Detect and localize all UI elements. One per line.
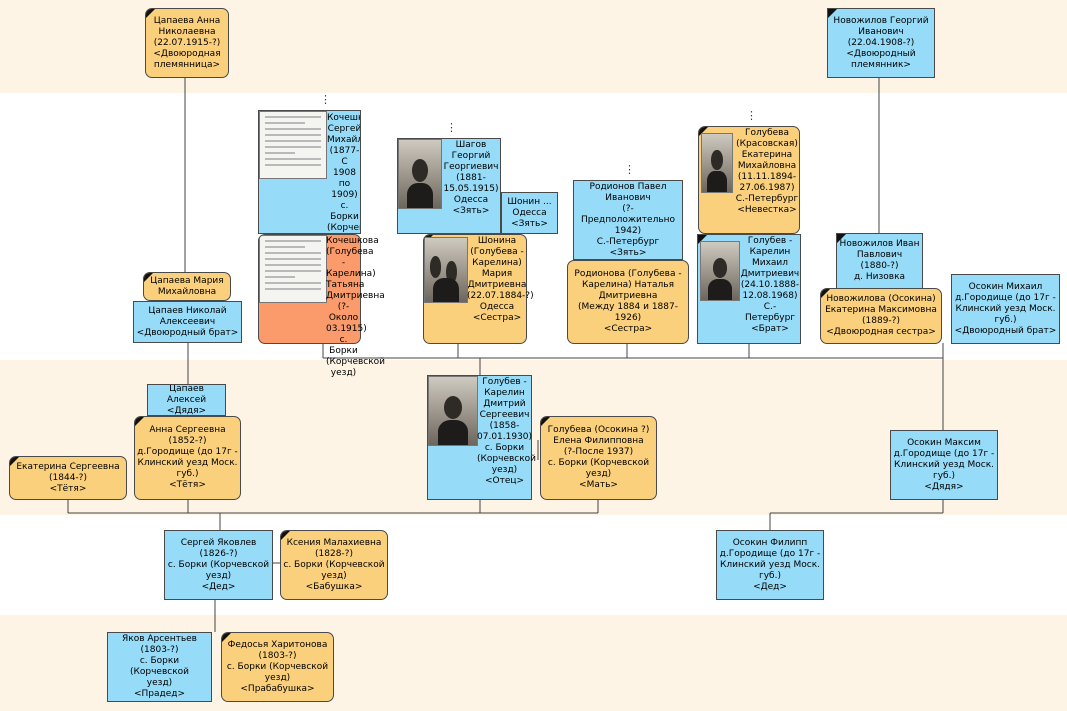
deceased-marker-icon <box>135 417 144 426</box>
deceased-marker-icon <box>698 235 707 244</box>
person-card-tsapaev-nikolay[interactable]: Цапаев Николай Алексеевич <Двоюродный бр… <box>133 301 242 343</box>
person-card-novozhilov-georgy[interactable]: Новожилов Георгий Иванович (22.04.1908-?… <box>827 8 935 78</box>
deceased-marker-icon <box>10 457 19 466</box>
person-card-text: Новожилов Иван Павлович (1880-?) д. Низо… <box>839 239 920 282</box>
person-card-tsapaeva-anna[interactable]: Цапаева Анна Николаевна (22.07.1915-?) <… <box>145 8 229 78</box>
deceased-marker-icon <box>144 273 153 282</box>
portrait-photo-thumbnail[interactable] <box>398 139 442 209</box>
person-card-text: Голубев - Карелин Дмитрий Сергеевич (185… <box>477 377 537 486</box>
person-card-yakov[interactable]: Яков Арсентьев (1803-?) с. Борки (Корчев… <box>107 632 212 702</box>
person-card-kocheshkova-selected[interactable] <box>258 234 361 344</box>
more-ellipsis-icon[interactable]: ⋮ <box>746 109 757 122</box>
person-card-text: Осокин Филипп д.Городище (до 17г - Клинс… <box>719 537 821 592</box>
person-card-text: Новожилов Георгий Иванович (22.04.1908-?… <box>833 15 929 70</box>
deceased-marker-icon <box>222 633 231 642</box>
person-card-text: Анна Сергеевна (1852-?) д.Городище (до 1… <box>137 425 238 490</box>
document-photo-thumbnail[interactable] <box>259 111 327 179</box>
person-card-text: Шагов Георгий Георгиевич (1881- 15.05.19… <box>443 140 499 216</box>
person-card-ksenia[interactable]: Ксения Малахиевна (1828-?) с. Борки (Кор… <box>280 530 388 600</box>
person-card-kocheshkov[interactable]: Кочешков Сергей Михайлович (1877-С 1908 … <box>258 110 361 234</box>
person-card-anna-sergeevna[interactable]: Анна Сергеевна (1852-?) д.Городище (до 1… <box>134 416 241 500</box>
portrait-photo-thumbnail[interactable] <box>428 376 478 446</box>
person-card-text: Голубев - Карелин Михаил Дмитриевич (24.… <box>740 236 800 334</box>
person-card-rodionova[interactable]: Родионова (Голубева - Карелина) Наталья … <box>567 260 689 344</box>
person-card-text: Родионова (Голубева - Карелина) Наталья … <box>574 269 682 334</box>
person-card-text: Ксения Малахиевна (1828-?) с. Борки (Кор… <box>283 537 385 592</box>
person-card-text: Екатерина Сергеевна (1844-?) <Тётя> <box>16 461 120 494</box>
person-card-shonin[interactable]: Шонин ... Одесса <Зять> <box>501 192 558 234</box>
person-card-golubev-mikhail[interactable] <box>697 234 801 344</box>
person-card-text: Яков Арсентьев (1803-?) с. Борки (Корчев… <box>122 634 197 699</box>
person-card-text: Цапаев Алексей <Дядя> <box>166 384 207 416</box>
person-card-osokin-filipp[interactable]: Осокин Филипп д.Городище (до 17г - Клинс… <box>716 530 824 600</box>
portrait-photo-thumbnail[interactable] <box>700 241 740 301</box>
person-card-text: Шонина (Голубева - Карелина) Мария Дмитр… <box>467 236 534 323</box>
person-card-osokin-mikhail[interactable]: Осокин Михаил д.Городище (до 17г - Клинс… <box>951 274 1060 344</box>
person-card-golubeva-elena[interactable]: Голубева (Осокина ?) Елена Филипповна (?… <box>540 416 657 500</box>
person-card-text: Родионов Павел Иванович (?-Предположител… <box>580 181 676 258</box>
person-card-ekaterina-sergeevna[interactable]: Екатерина Сергеевна (1844-?) <Тётя> <box>9 456 127 500</box>
portrait-photo-thumbnail[interactable] <box>424 237 468 303</box>
person-card-text: Осокин Максим д.Городище (до 17г - Клинс… <box>893 437 995 492</box>
deceased-marker-icon <box>699 127 708 136</box>
person-card-text: Шонин ... Одесса <Зять> <box>507 196 552 229</box>
person-card-text: Сергей Яковлев (1826-?) с. Борки (Корчев… <box>167 537 270 592</box>
deceased-marker-icon <box>821 289 830 298</box>
person-card-tsapaev-aleksey[interactable]: Цапаев Алексей <Дядя> <box>147 384 226 416</box>
person-card-text: Цапаева Анна Николаевна (22.07.1915-?) <… <box>153 15 221 70</box>
person-card-tsapaeva-maria[interactable]: Цапаева Мария Михайловна <box>143 272 231 301</box>
person-card-golubev-dmitry[interactable] <box>427 375 532 500</box>
person-card-text: Федосья Харитонова (1803-?) с. Борки (Ко… <box>226 639 329 694</box>
person-card-novozhilova[interactable]: Новожилова (Осокина) Екатерина Максимовн… <box>820 288 942 344</box>
person-card-fedosya[interactable]: Федосья Харитонова (1803-?) с. Борки (Ко… <box>221 632 334 702</box>
deceased-marker-icon <box>837 234 846 243</box>
person-card-text: Кочешков Сергей Михайлович (1877-С 1908 … <box>327 113 361 233</box>
person-card-golubeva-krasovskaya[interactable] <box>698 126 800 234</box>
document-photo-thumbnail[interactable] <box>259 235 327 303</box>
person-card-shagov[interactable] <box>397 138 501 234</box>
deceased-marker-icon <box>541 417 550 426</box>
person-card-shonina[interactable] <box>423 234 527 344</box>
person-card-rodionov[interactable]: Родионов Павел Иванович (?-Предположител… <box>573 180 683 260</box>
person-card-text: Новожилова (Осокина) Екатерина Максимовн… <box>825 294 937 337</box>
person-card-text: Осокин Михаил д.Городище (до 17г - Клинс… <box>954 281 1057 336</box>
deceased-marker-icon <box>281 531 290 540</box>
deceased-marker-icon <box>146 9 155 18</box>
person-card-text: Голубева (Осокина ?) Елена Филипповна (?… <box>547 425 650 490</box>
person-card-text: Голубева (Красовская) Екатерина Михайлов… <box>735 128 799 215</box>
person-card-text: Цапаев Николай Алексеевич <Двоюродный бр… <box>136 305 239 338</box>
person-card-novozhilov-ivan[interactable]: Новожилов Иван Павлович (1880-?) д. Низо… <box>836 233 923 289</box>
more-ellipsis-icon[interactable]: ⋮ <box>446 121 457 134</box>
more-ellipsis-icon[interactable]: ⋮ <box>320 93 331 106</box>
person-card-osokin-maksim[interactable]: Осокин Максим д.Городище (до 17г - Клинс… <box>890 430 998 500</box>
deceased-marker-icon <box>828 9 837 18</box>
more-ellipsis-icon[interactable]: ⋮ <box>624 163 635 176</box>
person-card-text: Цапаева Мария Михайловна <box>150 275 224 297</box>
portrait-photo-thumbnail[interactable] <box>701 133 733 193</box>
person-card-sergey-yakovlev[interactable]: Сергей Яковлев (1826-?) с. Борки (Корчев… <box>164 530 273 600</box>
person-card-text: Кочешкова (Голубева - Карелина) Татьяна … <box>326 236 386 378</box>
